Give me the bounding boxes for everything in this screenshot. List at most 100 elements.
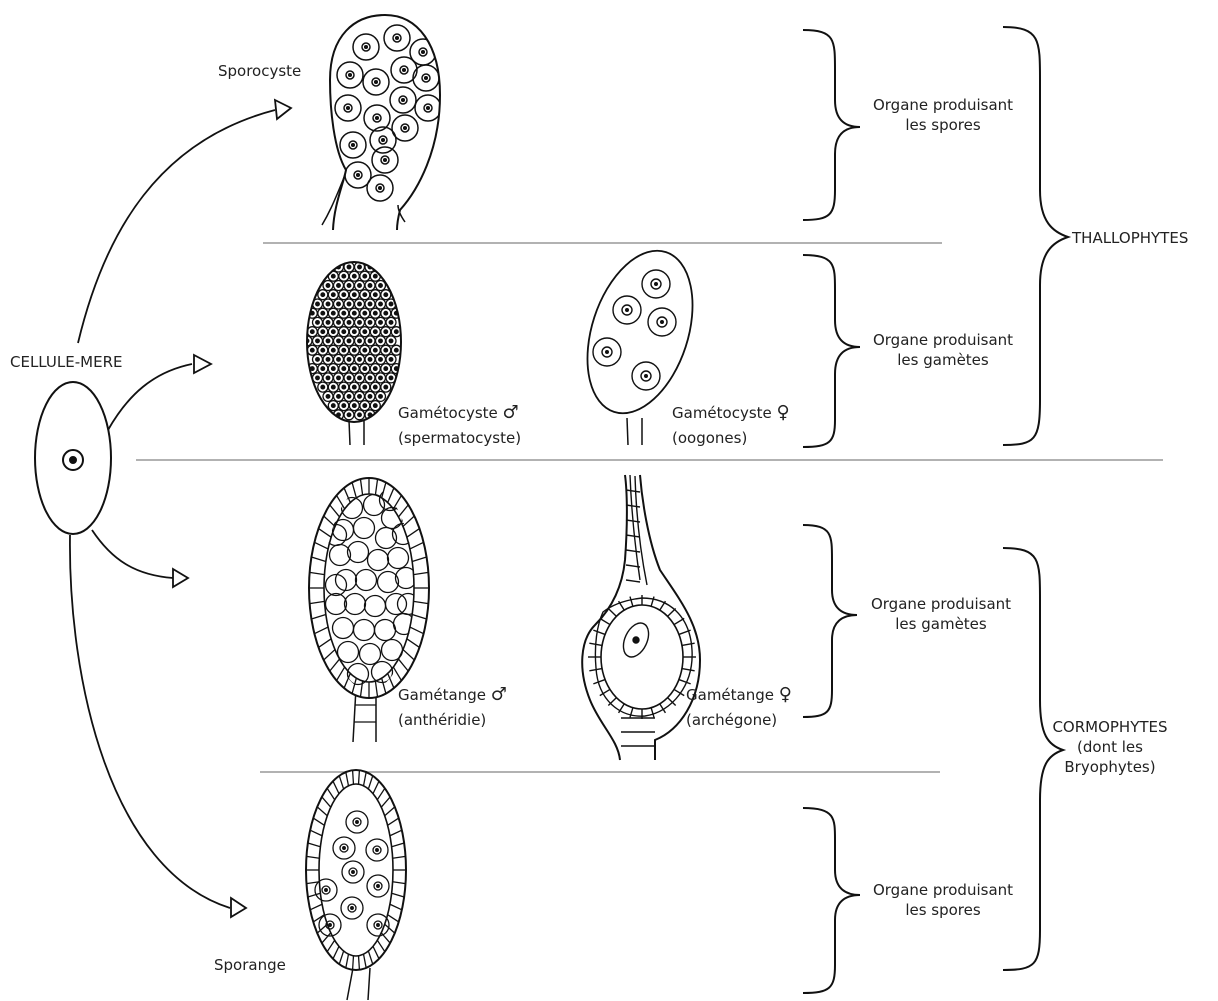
cell-nucleolus <box>369 321 372 324</box>
brace-gametes-2 <box>803 525 857 717</box>
cell-nucleolus <box>311 349 314 352</box>
cell-nucleolus <box>311 312 314 315</box>
cell-nucleolus <box>343 330 346 333</box>
cell-nucleolus <box>316 321 319 324</box>
sporocyste-label: Sporocyste <box>218 61 301 81</box>
cell-nucleolus <box>332 275 335 278</box>
wall-segment <box>682 643 695 645</box>
wall-segment <box>600 618 610 624</box>
cell-nucleolus <box>316 303 319 306</box>
wall-segment <box>359 956 360 970</box>
cell-nucleolus <box>353 404 356 407</box>
cell-nucleolus <box>364 349 367 352</box>
cell-nucleolus <box>369 358 372 361</box>
male-symbol: ♂ <box>503 402 519 423</box>
cell-nucleolus <box>337 395 340 398</box>
cell-nucleolus <box>364 275 367 278</box>
cell-nucleolus <box>353 386 356 389</box>
cell-nucleolus <box>337 284 340 287</box>
wall-segment <box>626 490 640 492</box>
cell-nucleolus <box>395 367 398 370</box>
wall-segment <box>682 669 695 671</box>
cell-nucleolus <box>311 330 314 333</box>
gametocyste-male-name: Gamétocyste <box>398 404 498 422</box>
cell-nucleolus <box>390 358 393 361</box>
wall-segment <box>593 630 605 634</box>
cell-nucleolus <box>374 293 377 296</box>
cell-nucleolus <box>327 358 330 361</box>
gametocyste-female-detail: (oogones) <box>672 428 747 448</box>
cell-nucleolus <box>311 367 314 370</box>
role-gametes-1: Organe produisant les gamètes <box>858 330 1028 370</box>
cell-nucleolus <box>337 303 340 306</box>
sporocyste-drawing <box>322 15 441 230</box>
cell-nucleolus <box>379 340 382 343</box>
wall-segment <box>651 597 654 607</box>
male-symbol: ♂ <box>491 684 507 705</box>
cell-nucleolus <box>348 377 351 380</box>
cell-nucleolus <box>343 847 346 850</box>
cell-nucleolus <box>332 293 335 296</box>
cell-nucleolus <box>376 849 379 852</box>
gametocyste-female-label: Gamétocyste ♀ <box>672 403 790 423</box>
female-symbol: ♀ <box>777 402 790 423</box>
cell-nucleolus <box>322 330 325 333</box>
cell-nucleolus <box>358 321 361 324</box>
cell-nucleolus <box>353 293 356 296</box>
cell-nucleolus <box>364 312 367 315</box>
cell-nucleolus <box>369 284 372 287</box>
cell-nucleolus <box>356 821 359 824</box>
cell-nucleolus <box>403 69 406 72</box>
cell-nucleolus <box>369 303 372 306</box>
cell-nucleolus <box>352 144 355 147</box>
cell-nucleolus <box>322 312 325 315</box>
cell-nucleolus <box>384 159 387 162</box>
mother-cell-label: CELLULE-MERE <box>10 352 122 372</box>
archegone-drawing <box>582 475 700 760</box>
cell-nucleolus <box>396 37 399 40</box>
cell-nucleolus <box>348 358 351 361</box>
cell-nucleolus <box>655 283 658 286</box>
role-spores-1-line1: Organe produisant <box>858 95 1028 115</box>
gametocyste-female-name: Gamétocyste <box>672 404 772 422</box>
cell-nucleolus <box>374 386 377 389</box>
cell-nucleolus <box>348 340 351 343</box>
cell-nucleolus <box>348 321 351 324</box>
arrows <box>70 100 291 917</box>
role-spores-1: Organe produisant les spores <box>858 95 1028 135</box>
cell-nucleolus <box>332 367 335 370</box>
cell-nucleolus <box>374 367 377 370</box>
cell-nucleolus <box>374 330 377 333</box>
cell-nucleolus <box>343 293 346 296</box>
cell-nucleolus <box>348 395 351 398</box>
cell-nucleolus <box>322 386 325 389</box>
cell-nucleolus <box>349 74 352 77</box>
group-cormophytes-line2: (dont les <box>1052 737 1168 757</box>
cell-nucleolus <box>327 377 330 380</box>
cell-nucleolus <box>374 349 377 352</box>
arrow-to-gametange <box>92 530 173 578</box>
cell-nucleolus <box>348 266 351 269</box>
cell-nucleolus <box>390 303 393 306</box>
cell-nucleolus <box>385 386 388 389</box>
cell-nucleolus <box>369 414 372 417</box>
group-cormophytes-line1: CORMOPHYTES <box>1052 717 1168 737</box>
gametocyste-male-drawing <box>302 262 401 445</box>
cell-nucleolus <box>337 321 340 324</box>
wall-segment <box>626 580 640 582</box>
gametange-female-name: Gamétange <box>686 686 774 704</box>
cell-nucleolus <box>390 321 393 324</box>
cell-nucleolus <box>369 377 372 380</box>
cell-nucleolus <box>379 377 382 380</box>
cell-nucleolus <box>353 349 356 352</box>
cell-nucleolus <box>379 395 382 398</box>
cell-nucleolus <box>332 404 335 407</box>
wall-segment <box>626 535 640 537</box>
cell-nucleolus <box>606 351 609 354</box>
cell-nucleolus <box>358 358 361 361</box>
group-cormophytes-line3: Bryophytes) <box>1052 757 1168 777</box>
cell-nucleolus <box>351 907 354 910</box>
cell-nucleolus <box>379 321 382 324</box>
braces <box>803 27 1068 993</box>
